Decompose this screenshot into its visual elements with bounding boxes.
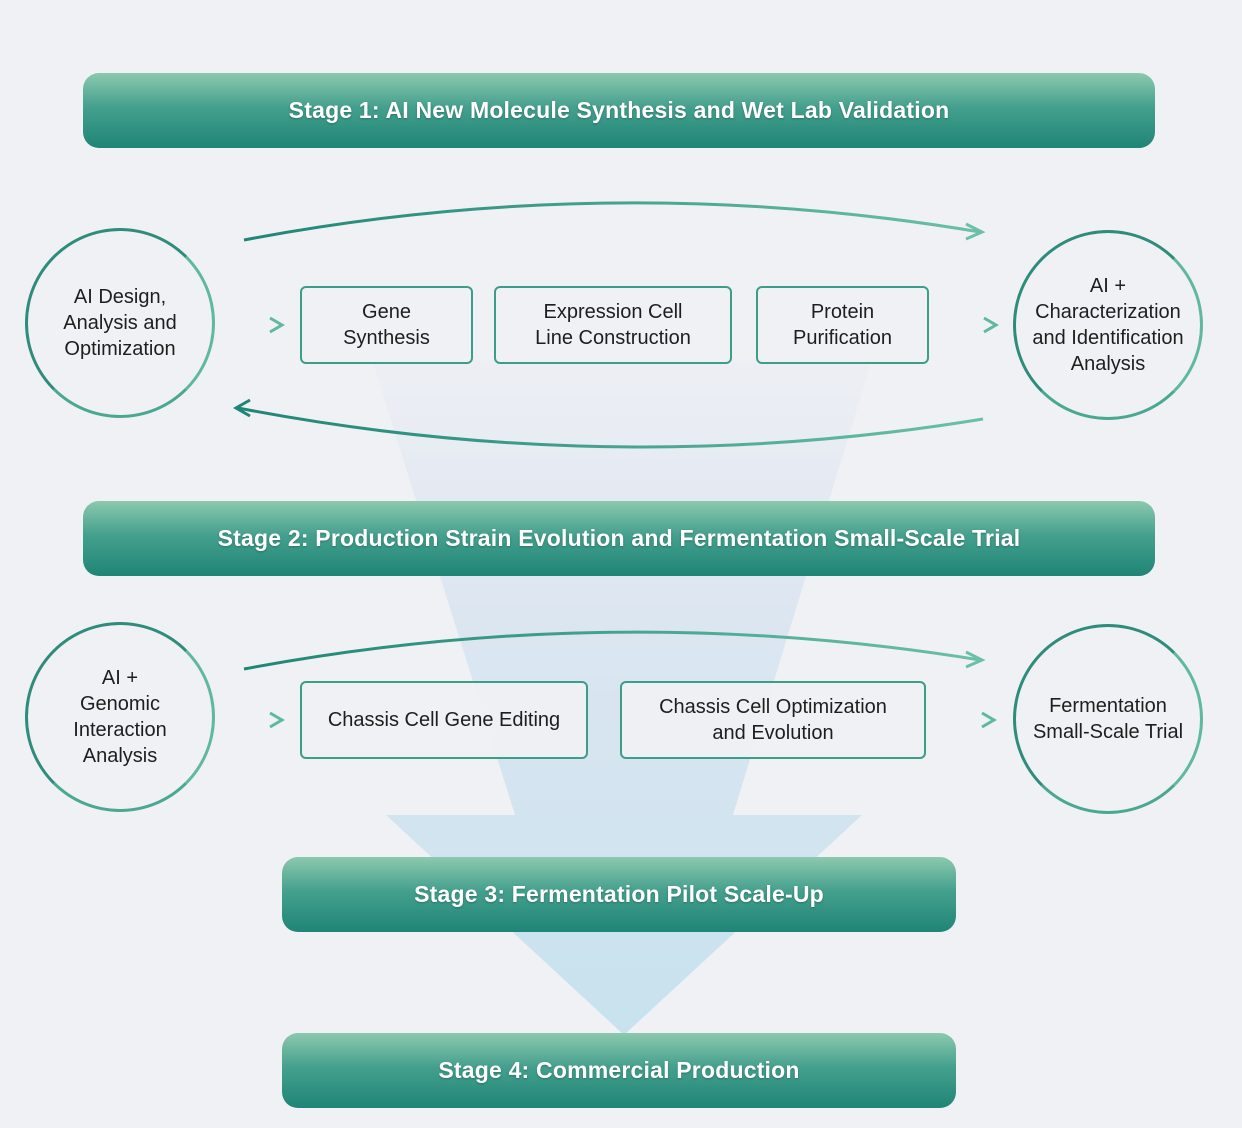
circle-text-line: Optimization (64, 338, 176, 360)
stage-3-label: Stage 3: Fermentation Pilot Scale-Up (414, 881, 824, 907)
feedback-arc-top-2 (243, 630, 981, 671)
protein-purification-box: Protein Purification (756, 286, 929, 364)
circle-text-line: AI + (101, 667, 139, 689)
box-text-line: and Evolution (712, 722, 834, 744)
circle-text-line: Analysis (1070, 353, 1146, 375)
stage-4-label: Stage 4: Commercial Production (438, 1057, 800, 1083)
box-text-line: Purification (793, 327, 892, 349)
fermentation-trial-circle: Fermentation Small-Scale Trial (1013, 624, 1203, 814)
gene-synthesis-box: Gene Synthesis (300, 286, 473, 364)
stage-2-label: Stage 2: Production Strain Evolution and… (217, 525, 1021, 551)
circle-text-line: Small-Scale Trial (1032, 721, 1184, 743)
circle-text-line: Analysis (82, 745, 158, 767)
circle-text-line: Characterization (1035, 301, 1181, 323)
box-text-line: Gene (362, 301, 411, 323)
ai-characterization-circle: AI + Characterization and Identification… (1013, 230, 1203, 420)
stage-1-label: Stage 1: AI New Molecule Synthesis and W… (288, 97, 950, 123)
stage-3-banner: Stage 3: Fermentation Pilot Scale-Up (282, 857, 956, 932)
circle-text-line: AI + (1089, 275, 1127, 297)
feedback-arc-top-1 (243, 201, 981, 242)
circle-text-line: and Identification (1032, 327, 1184, 349)
box-text-line: Chassis Cell Gene Editing (327, 709, 561, 731)
feedback-arc-bottom-1 (237, 406, 984, 449)
ai-design-circle: AI Design, Analysis and Optimization (25, 228, 215, 418)
stage-4-banner: Stage 4: Commercial Production (282, 1033, 956, 1108)
box-text-line: Chassis Cell Optimization (659, 696, 887, 718)
stage-2-banner: Stage 2: Production Strain Evolution and… (83, 501, 1155, 576)
ai-genomic-circle: AI + Genomic Interaction Analysis (25, 622, 215, 812)
expression-cell-box: Expression Cell Line Construction (494, 286, 732, 364)
box-text-line: Protein (810, 301, 875, 323)
box-text-line: Expression Cell (543, 301, 683, 323)
circle-text-line: Fermentation (1049, 695, 1167, 717)
box-text-line: Line Construction (535, 327, 691, 349)
circle-text-line: Interaction (73, 719, 167, 741)
circle-text-line: Analysis and (63, 312, 177, 334)
cell-optimization-box: Chassis Cell Optimization and Evolution (620, 681, 926, 759)
box-text-line: Synthesis (343, 327, 430, 349)
circle-text-line: AI Design, (73, 286, 167, 308)
gene-editing-box: Chassis Cell Gene Editing (300, 681, 588, 759)
circle-text-line: Genomic (79, 693, 160, 715)
stage-1-banner: Stage 1: AI New Molecule Synthesis and W… (83, 73, 1155, 148)
